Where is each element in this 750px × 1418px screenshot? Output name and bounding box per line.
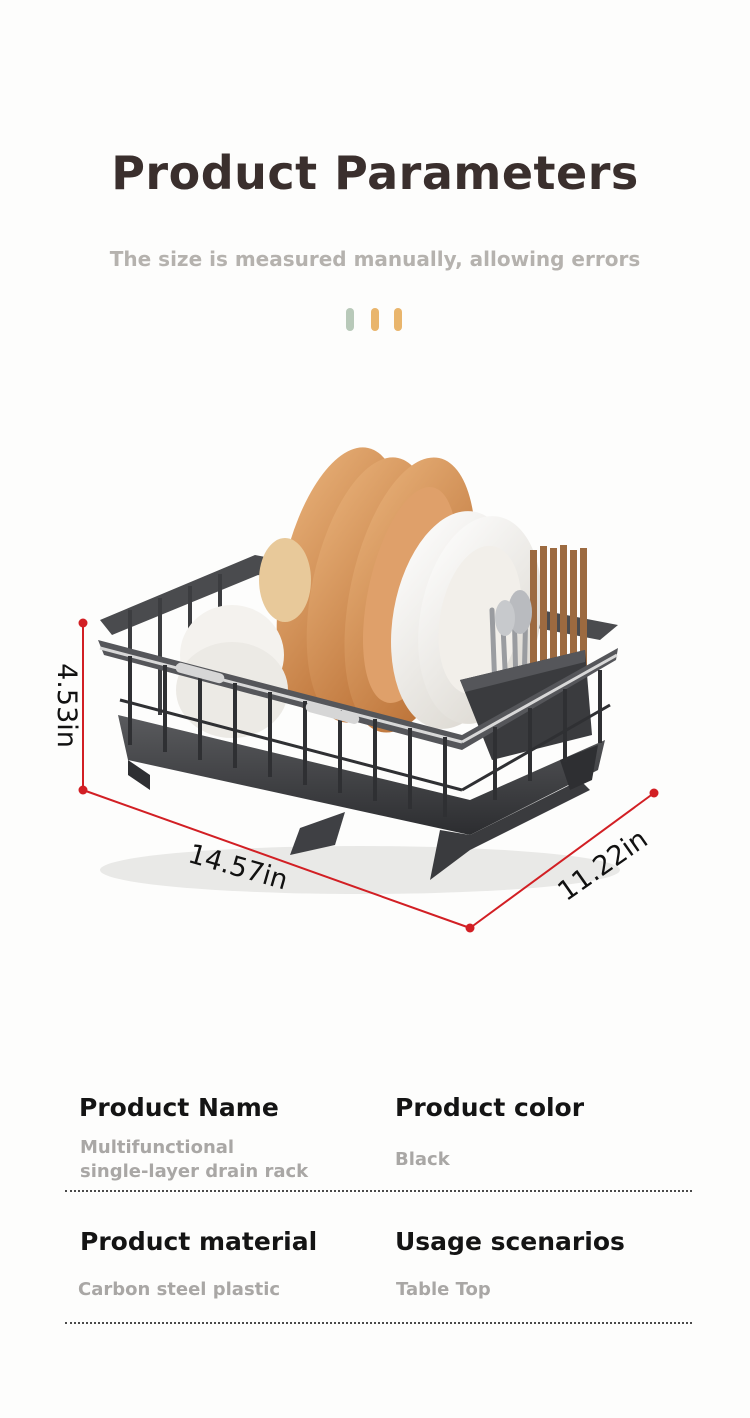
dimension-endpoint (78, 785, 88, 795)
usage-scenarios-value: Table Top (396, 1279, 491, 1300)
usage-scenarios-label: Usage scenarios (395, 1227, 625, 1256)
accent-dot (371, 308, 379, 331)
accent-dot (394, 308, 402, 331)
product-name-value: Multifunctional single-layer drain rack (80, 1137, 309, 1182)
dimension-endpoint (649, 788, 659, 798)
page-title: Product Parameters (111, 146, 639, 200)
height-dimension-label: 4.53in (50, 663, 82, 748)
dimension-endpoint (465, 923, 475, 933)
product-material-label: Product material (80, 1227, 318, 1256)
row-divider (65, 1190, 692, 1192)
dish-rack-image (98, 447, 620, 894)
dimension-lines (78, 618, 659, 933)
product-name-label: Product Name (79, 1093, 279, 1122)
product-material-value: Carbon steel plastic (78, 1279, 281, 1300)
accent-dots (346, 308, 406, 332)
product-color-value: Black (395, 1149, 450, 1170)
dimension-endpoint (78, 618, 88, 628)
page-subtitle: The size is measured manually, allowing … (109, 247, 641, 271)
accent-dot (346, 308, 354, 331)
row-divider (65, 1322, 692, 1324)
dimension-line (469, 792, 655, 929)
product-illustration (0, 420, 750, 1020)
product-color-label: Product color (395, 1093, 585, 1122)
dimension-line (82, 789, 471, 929)
